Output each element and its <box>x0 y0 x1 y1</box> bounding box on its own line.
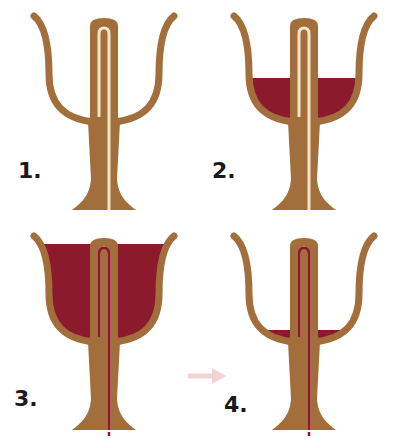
step-number: 4. <box>224 394 248 416</box>
draining-cup <box>204 236 398 440</box>
empty-cup <box>34 16 174 210</box>
sequence-arrow <box>188 368 226 384</box>
overfilled-cup <box>4 236 204 440</box>
step-number: 2. <box>212 160 236 182</box>
step-number: 1. <box>18 160 42 182</box>
step-number: 3. <box>14 388 38 410</box>
half-full-cup <box>204 16 398 210</box>
